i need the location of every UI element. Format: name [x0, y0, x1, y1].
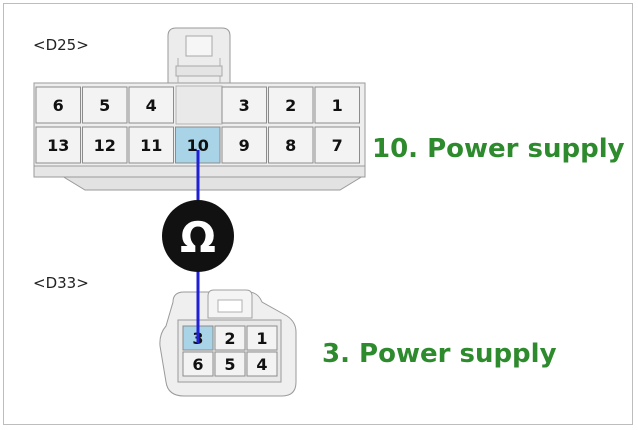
d33-connector-label: <D33> [33, 274, 89, 292]
d25-pin-label: 12 [94, 136, 116, 155]
d25-pin-label: 8 [285, 136, 296, 155]
d25-pin-4: 4 [128, 86, 174, 124]
d25-pin-label: 6 [53, 96, 64, 115]
d25-connector: 6 5 4 3 2 1 13 12 11 10 9 8 7 [33, 27, 366, 191]
d25-pin-label: 1 [332, 96, 343, 115]
d25-pin-label: 9 [239, 136, 250, 155]
d25-pin-label: 5 [99, 96, 110, 115]
d25-pin-label: 7 [332, 136, 343, 155]
d33-pin-5: 5 [214, 351, 246, 377]
d25-pin-9: 9 [221, 126, 267, 164]
d25-connector-label: <D25> [33, 36, 89, 54]
d33-callout: 3. Power supply [322, 339, 557, 369]
d25-pin-12: 12 [82, 126, 128, 164]
d25-pin-2: 2 [268, 86, 314, 124]
d33-connector: 321654 [159, 289, 297, 397]
d25-pin-6: 6 [35, 86, 81, 124]
d25-pin-8: 8 [268, 126, 314, 164]
d25-pin-5: 5 [82, 86, 128, 124]
d25-pin-label: 11 [140, 136, 162, 155]
ohmmeter-icon: Ω [162, 200, 234, 272]
d25-pin-3: 3 [221, 86, 267, 124]
d33-pin-4: 4 [246, 351, 278, 377]
d25-pin-13: 13 [35, 126, 81, 164]
d25-callout: 10. Power supply [372, 134, 625, 164]
d33-pin-label: 1 [256, 329, 267, 348]
d33-pin-2: 2 [214, 325, 246, 351]
ohm-symbol: Ω [180, 213, 216, 262]
d25-pin-11: 11 [128, 126, 174, 164]
d33-pin-label: 5 [224, 355, 235, 374]
d25-pin-label: 10 [187, 136, 209, 155]
d33-pin-6: 6 [182, 351, 214, 377]
d25-pin-1: 1 [314, 86, 360, 124]
d33-pin-label: 6 [192, 355, 203, 374]
d25-pin-7: 7 [314, 126, 360, 164]
d33-pin-1: 1 [246, 325, 278, 351]
d33-pin-label: 4 [256, 355, 267, 374]
d25-pin-label: 4 [146, 96, 157, 115]
d25-pin-label: 2 [285, 96, 296, 115]
diagram-frame [3, 3, 633, 425]
d25-pin-label: 13 [47, 136, 69, 155]
d25-pin-label: 3 [239, 96, 250, 115]
d33-pin-label: 2 [224, 329, 235, 348]
